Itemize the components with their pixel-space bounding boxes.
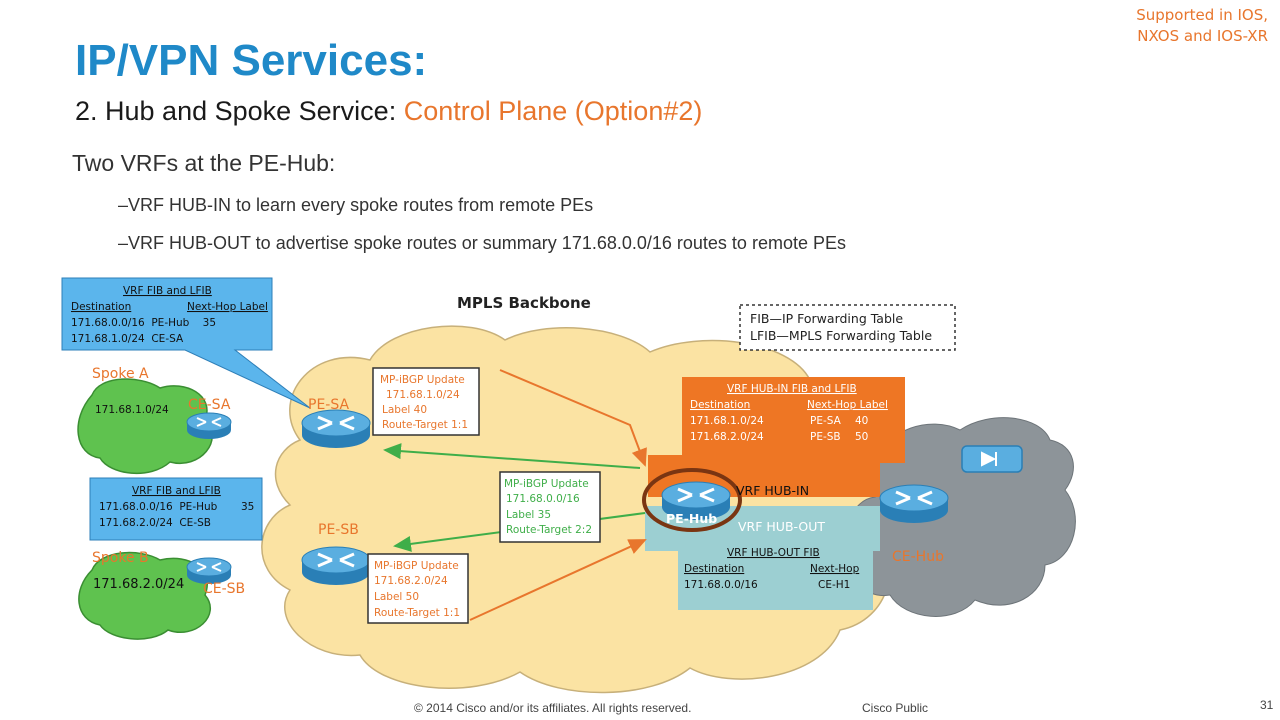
hub-out-title: VRF HUB-OUT FIB [727, 547, 820, 559]
legend-line2: LFIB—MPLS Forwarding Table [750, 328, 932, 343]
hub-out-header-dest: Destination [684, 563, 744, 575]
callout-sb-row2: 171.68.2.0/24 CE-SB [99, 517, 211, 529]
update-sb-l1: MP-iBGP Update [374, 560, 459, 572]
spoke-b-site [78, 551, 212, 640]
update-hub-l3: Label 35 [506, 509, 551, 521]
update-hub-l1: MP-iBGP Update [504, 478, 589, 490]
callout-sa-row1: 171.68.0.0/16 PE-Hub 35 [71, 317, 216, 329]
slide-subtitle: 2. Hub and Spoke Service: Control Plane … [75, 96, 702, 127]
platform-note-line2: NXOS and IOS-XR [1137, 27, 1268, 45]
update-sa-l2: 171.68.1.0/24 [386, 389, 460, 401]
spoke-b-prefix: 171.68.2.0/24 [93, 577, 184, 592]
pe-hub-highlight-ring [642, 468, 742, 532]
footer-classification: Cisco Public [862, 701, 929, 715]
ce-sb-label: CE-SB [203, 581, 245, 597]
update-hub-box [499, 471, 601, 543]
spoke-a-site [77, 378, 213, 475]
pe-sb-label: PE-SB [318, 522, 359, 538]
hub-in-header-dest: Destination [690, 399, 750, 411]
callout-sb-row1: 171.68.0.0/16 PE-Hub [99, 501, 218, 513]
hub-in-row2-nh: PE-SB [810, 431, 841, 443]
hub-in-row2-dest: 171.68.2.0/24 [690, 431, 764, 443]
callout-spoke-a-table [61, 277, 311, 409]
hub-in-title: VRF HUB-IN FIB and LFIB [727, 383, 857, 395]
callout-sa-header-nh: Next-Hop Label [187, 301, 268, 313]
spoke-a-prefix: 171.68.1.0/24 [95, 404, 169, 416]
hub-out-header-nh: Next-Hop [810, 563, 860, 575]
hub-in-row1-label: 40 [855, 415, 868, 427]
pe-sa-label: PE-SA [308, 397, 349, 413]
update-hub-l4: Route-Target 2:2 [506, 524, 592, 536]
switch-icon [961, 445, 1023, 473]
hub-out-row1-nh: CE-H1 [818, 579, 850, 591]
platform-note-line1: Supported in IOS, [1136, 6, 1268, 24]
ce-sa-label: CE-SA [188, 397, 231, 413]
pe-hub-label: PE-Hub [666, 511, 717, 526]
update-hub-l2: 171.68.0.0/16 [506, 493, 580, 505]
platform-support-note: Supported in IOS, NXOS and IOS-XR [1136, 5, 1268, 47]
pe-sa-router-icon [300, 408, 372, 450]
hub-in-row2-label: 50 [855, 431, 868, 443]
hub-out-row1-dest: 171.68.0.0/16 [684, 579, 758, 591]
callout-spoke-b-table [89, 477, 263, 541]
ce-sa-router-icon [186, 412, 232, 440]
pe-sb-router-icon [300, 545, 372, 587]
hub-in-table-bg [682, 377, 905, 463]
update-sa-l3: Label 40 [382, 404, 427, 416]
subtitle-highlight: Control Plane (Option#2) [403, 96, 703, 126]
slide-title: IP/VPN Services: [75, 36, 428, 85]
arrow-sa-to-hub [499, 369, 647, 467]
callout-sb-row1-label: 35 [241, 501, 254, 513]
arrow-sb-to-hub [469, 539, 647, 621]
callout-sa-header-dest: Destination [71, 301, 131, 313]
callout-sa-title: VRF FIB and LFIB [123, 285, 212, 297]
hub-in-row1-dest: 171.68.1.0/24 [690, 415, 764, 427]
spoke-a-label: Spoke A [92, 366, 149, 382]
update-sb-l4: Route-Target 1:1 [374, 607, 460, 619]
legend-box [739, 304, 956, 351]
ce-hub-router-icon [878, 483, 950, 525]
callout-sb-title: VRF FIB and LFIB [132, 485, 221, 497]
hub-in-header-nh: Next-Hop Label [807, 399, 888, 411]
footer-copyright: © 2014 Cisco and/or its affiliates. All … [414, 701, 692, 715]
hub-out-table-bg [678, 540, 873, 610]
legend-line1: FIB—IP Forwarding Table [750, 311, 903, 326]
ce-hub-label: CE-Hub [892, 549, 944, 565]
update-sb-l3: Label 50 [374, 591, 419, 603]
subtitle-prefix: 2. Hub and Spoke Service: [75, 96, 404, 126]
update-sa-l1: MP-iBGP Update [380, 374, 465, 386]
update-sb-box [367, 553, 469, 624]
bullet-hub-in: –VRF HUB-IN to learn every spoke routes … [118, 195, 594, 215]
bullet-hub-out: –VRF HUB-OUT to advertise spoke routes o… [118, 233, 846, 253]
vrf-hub-out-label: VRF HUB-OUT [738, 519, 825, 534]
update-sa-l4: Route-Target 1:1 [382, 419, 468, 431]
hub-in-row1-nh: PE-SA [810, 415, 842, 427]
update-sa-box [372, 367, 480, 436]
page-number: 31 [1260, 698, 1274, 712]
callout-sa-row2: 171.68.1.0/24 CE-SA [71, 333, 184, 345]
bullet-main: Two VRFs at the PE-Hub: [72, 150, 336, 176]
update-sb-l2: 171.68.2.0/24 [374, 575, 448, 587]
arrow-hub-to-sa [383, 443, 641, 469]
mpls-backbone-label: MPLS Backbone [457, 294, 591, 312]
spoke-b-label: Spoke B [92, 550, 149, 566]
vrf-hub-in-label: VRF HUB-IN [736, 483, 809, 498]
